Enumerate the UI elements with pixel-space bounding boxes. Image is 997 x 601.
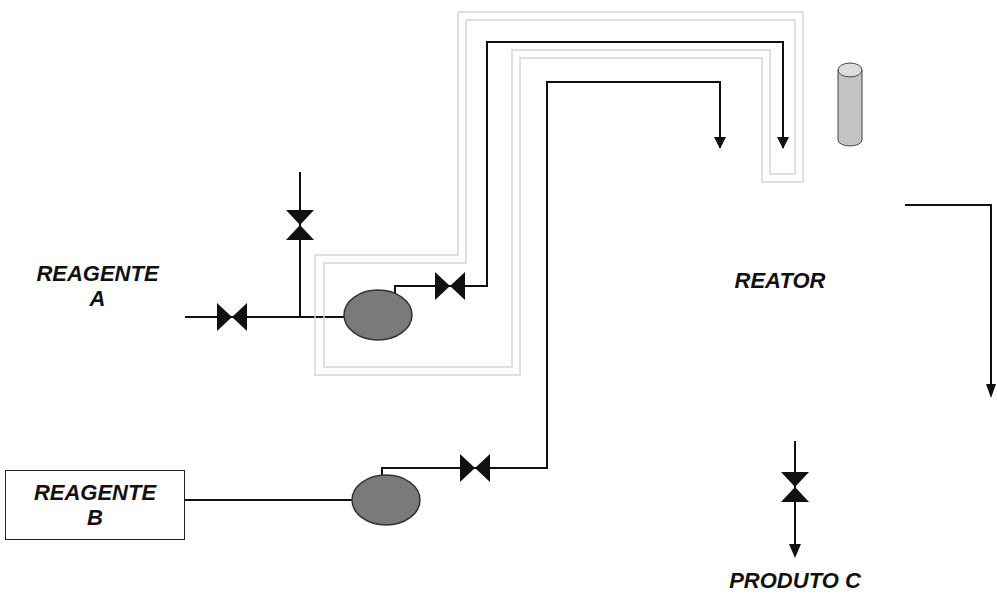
highlight-outline <box>315 12 803 375</box>
arrow-head <box>986 384 996 398</box>
node-label: REATOR <box>715 268 845 293</box>
reactor-vent <box>838 70 862 146</box>
vessel-body <box>10 228 185 340</box>
valve-symbol <box>217 303 247 331</box>
node-label: REAGENTE B <box>30 480 160 531</box>
reactor-vessel: REATOR <box>655 148 905 413</box>
overflow-pipe <box>905 205 991 386</box>
reactor-vent <box>838 63 862 146</box>
valve-symbol <box>435 272 465 300</box>
node-label: REAGENTE A <box>33 261 163 312</box>
storage-tank: REAGENTE A <box>10 228 185 320</box>
reactor-vent <box>838 63 862 77</box>
vessel-top <box>10 206 185 250</box>
valve-symbol <box>460 454 490 482</box>
pump-symbol <box>352 475 420 525</box>
feed-pipe <box>185 42 783 317</box>
pump-symbol <box>344 290 412 340</box>
stream-label: PRODUTO C <box>695 568 895 593</box>
valve-symbol <box>781 472 809 502</box>
highlight-outline <box>315 12 803 375</box>
feed-pipe <box>185 82 720 500</box>
storage-box: REAGENTE B <box>5 470 185 540</box>
valve-symbol <box>217 210 809 502</box>
vessel-body <box>655 148 905 441</box>
valve-symbol <box>286 210 314 240</box>
arrow-head <box>789 544 801 558</box>
vessel-top <box>655 120 905 176</box>
vent-pipe <box>299 172 301 317</box>
highlight-outline <box>324 20 795 367</box>
